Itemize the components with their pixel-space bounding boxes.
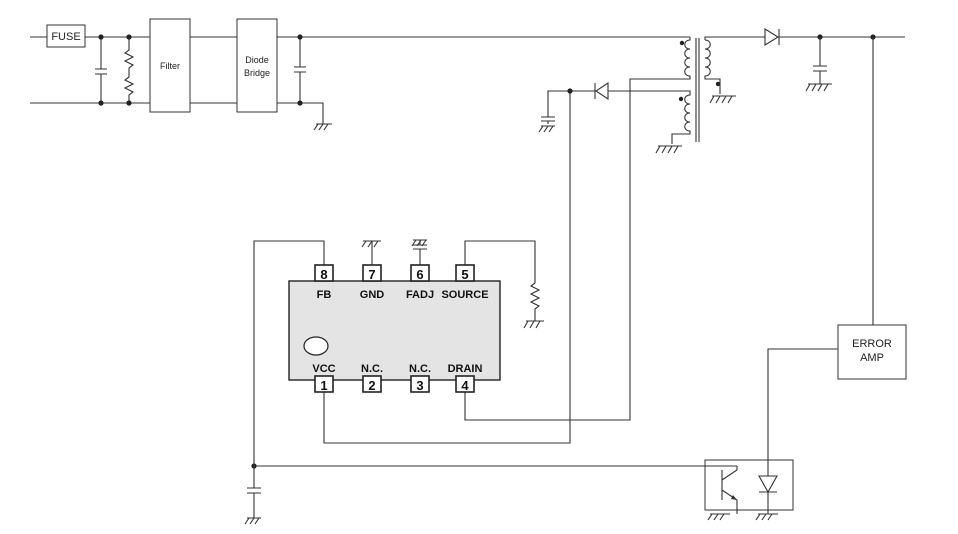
optocoupler bbox=[704, 459, 794, 521]
diode-bridge-label-1: Diode bbox=[245, 55, 269, 65]
feedback-line bbox=[251, 463, 737, 469]
input-junctions bbox=[98, 34, 303, 106]
error-amp-block: ERROR AMP bbox=[837, 324, 907, 380]
filter-block: Filter bbox=[149, 18, 191, 113]
source-resistor bbox=[464, 240, 544, 329]
pin-number-1: 1 bbox=[320, 378, 327, 393]
pin-box-7 bbox=[362, 264, 382, 282]
transformer bbox=[464, 36, 765, 421]
diode-bridge-block: Diode Bridge bbox=[236, 18, 278, 113]
pin-number-4: 4 bbox=[461, 378, 469, 393]
pin-name-4: DRAIN bbox=[448, 363, 483, 375]
pin-name-5: SOURCE bbox=[441, 289, 488, 301]
pin-number-3: 3 bbox=[416, 378, 423, 393]
filter-label: Filter bbox=[160, 61, 180, 71]
pin-number-8: 8 bbox=[320, 267, 327, 282]
fadj-pin-ground bbox=[411, 239, 427, 265]
aux-diode bbox=[594, 81, 609, 101]
pin-box-1 bbox=[314, 375, 334, 393]
input-lines bbox=[30, 36, 632, 104]
pin-name-6: FADJ bbox=[406, 289, 434, 301]
ic-package bbox=[288, 280, 501, 381]
bulk-capacitor bbox=[294, 37, 324, 124]
bleeder-resistor bbox=[123, 37, 135, 103]
ground-secondary bbox=[709, 95, 736, 104]
pin-box-6 bbox=[410, 264, 430, 282]
pin-box-5 bbox=[455, 264, 475, 282]
ground-aux bbox=[655, 145, 682, 154]
pin-box-8 bbox=[314, 264, 334, 282]
pin-name-2: N.C. bbox=[361, 363, 383, 375]
aux-capacitor bbox=[538, 116, 555, 133]
output-rail bbox=[779, 34, 905, 40]
pin-number-5: 5 bbox=[461, 267, 468, 282]
diode-bridge-label-2: Bridge bbox=[244, 68, 270, 78]
ic-bottom-pins: 1 VCC 2 N.C. 3 N.C. 4 DRAIN bbox=[312, 363, 482, 393]
error-amp-label-1: ERROR bbox=[852, 338, 892, 350]
pin-name-1: VCC bbox=[312, 363, 335, 375]
error-amp-label-2: AMP bbox=[860, 352, 884, 364]
gnd-pin-ground bbox=[361, 240, 381, 265]
pin-name-3: N.C. bbox=[409, 363, 431, 375]
fb-capacitor bbox=[244, 466, 261, 525]
fb-line bbox=[253, 240, 325, 466]
pin-number-7: 7 bbox=[368, 267, 375, 282]
pin1-marker bbox=[303, 336, 329, 356]
fuse-label: FUSE bbox=[51, 31, 80, 43]
pin-name-7: GND bbox=[360, 289, 385, 301]
pin-name-8: FB bbox=[317, 289, 332, 301]
fuse-block: FUSE bbox=[46, 24, 86, 48]
pin-box-2 bbox=[362, 375, 382, 393]
input-capacitor bbox=[95, 37, 107, 103]
pin-box-3 bbox=[410, 375, 430, 393]
output-capacitor bbox=[805, 37, 832, 92]
ground-input bbox=[313, 123, 332, 131]
output-diode bbox=[764, 28, 780, 46]
error-amp-to-opto bbox=[767, 348, 838, 460]
pin-box-4 bbox=[455, 375, 475, 393]
aux-rail bbox=[323, 88, 595, 444]
pin-number-6: 6 bbox=[416, 267, 423, 282]
pin-number-2: 2 bbox=[368, 378, 375, 393]
